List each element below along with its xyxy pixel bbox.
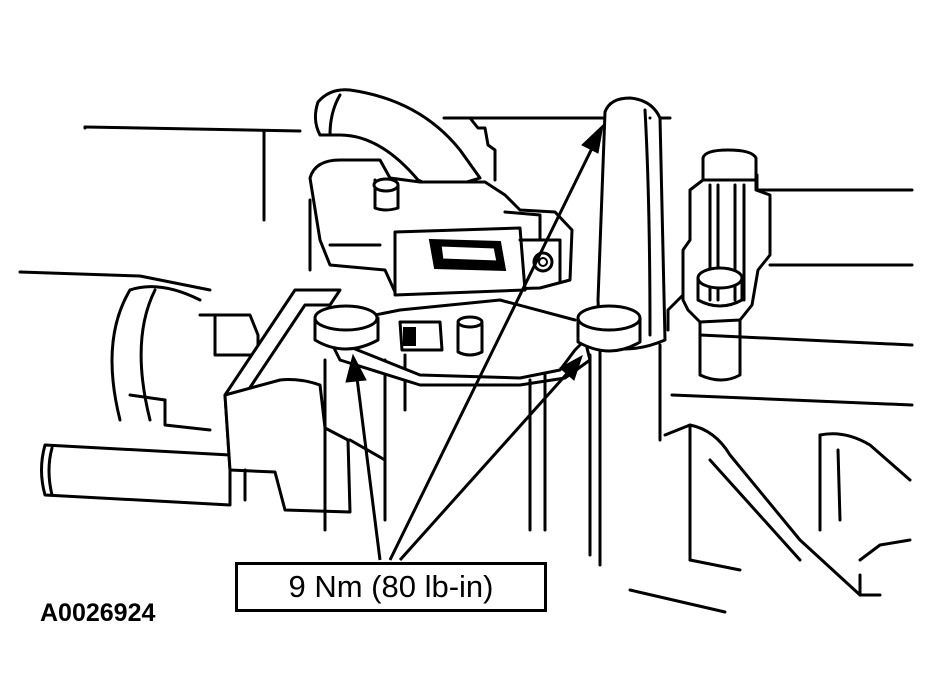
right-connector [666, 148, 772, 382]
left-arm [223, 288, 407, 532]
right-cylinder [588, 96, 667, 567]
central-housing [308, 158, 574, 297]
left-pulley [110, 285, 260, 432]
lower-right-housing [628, 423, 912, 614]
left-tube [40, 443, 232, 507]
arrow-to-upper-cylinder [388, 139, 598, 561]
arrowhead-left-bolt [345, 353, 367, 383]
callout-arrows [345, 123, 604, 562]
right-bolt-head [576, 304, 642, 353]
figure-reference-number: A0026924 [40, 599, 156, 627]
arrowhead-upper-cylinder [581, 123, 604, 154]
torque-callout-label: 9 Nm (80 lb-in) [288, 569, 494, 604]
arrow-to-left-bolt [354, 369, 382, 561]
left-bolt-head [313, 304, 380, 351]
arrow-to-right-bolt [398, 366, 574, 562]
torque-callout-box: 9 Nm (80 lb-in) [235, 562, 547, 612]
arrowhead-right-bolt [559, 354, 583, 381]
